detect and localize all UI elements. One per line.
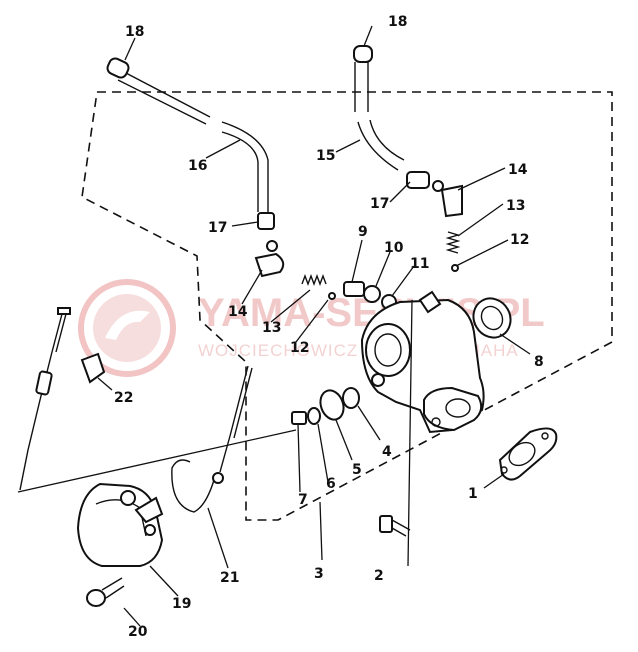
callout-17a: 17 xyxy=(208,220,227,236)
spring-13a xyxy=(301,274,327,286)
callout-leaders xyxy=(97,25,531,627)
callout-18b: 18 xyxy=(388,14,407,30)
callout-14b: 14 xyxy=(508,162,528,178)
hose-joint-18b xyxy=(353,45,373,63)
banjo-union-14b xyxy=(440,184,463,218)
gasket-10 xyxy=(363,285,381,303)
callout-12a: 12 xyxy=(290,340,309,356)
throttle-cable xyxy=(171,365,253,513)
screw-20 xyxy=(86,577,125,607)
spring-13b xyxy=(445,231,461,254)
callout-17b: 17 xyxy=(370,196,389,212)
cable-clamp-22 xyxy=(80,352,106,384)
screw-2 xyxy=(379,515,411,537)
nut-7 xyxy=(291,411,307,425)
delivery-hose-right xyxy=(353,45,463,218)
callout-10: 10 xyxy=(384,240,404,256)
callout-13a: 13 xyxy=(262,320,281,336)
check-ball-12a xyxy=(328,292,336,300)
callout-5: 5 xyxy=(352,462,362,478)
callout-14a: 14 xyxy=(228,304,248,320)
assembly-line xyxy=(17,429,297,493)
callout-4: 4 xyxy=(382,444,392,460)
hose-clip-17b xyxy=(406,171,430,189)
callout-13b: 13 xyxy=(506,198,525,214)
callout-8: 8 xyxy=(534,354,544,370)
pulley-5 xyxy=(319,389,345,421)
check-ball-12b xyxy=(451,264,459,272)
callout-6: 6 xyxy=(326,476,336,492)
delivery-hose-left xyxy=(106,57,285,278)
callout-1: 1 xyxy=(468,486,478,502)
hose-joint-18a xyxy=(106,57,130,79)
callout-2: 2 xyxy=(374,568,384,584)
callout-18a: 18 xyxy=(125,24,144,40)
callout-7: 7 xyxy=(298,492,308,508)
callout-22: 22 xyxy=(114,390,133,406)
washer-4 xyxy=(342,387,360,409)
callout-15: 15 xyxy=(316,148,335,164)
washer-6 xyxy=(307,407,321,425)
bleed-bolt-9 xyxy=(343,281,365,297)
banjo-union-14a xyxy=(254,252,285,278)
callout-20: 20 xyxy=(128,624,148,640)
pump-cable xyxy=(19,307,106,491)
callout-16: 16 xyxy=(188,158,207,174)
pump-cover-19 xyxy=(76,482,164,567)
callout-11: 11 xyxy=(410,256,429,272)
callout-3: 3 xyxy=(314,566,324,582)
hose-clip-17a xyxy=(257,212,275,230)
callout-19: 19 xyxy=(172,596,191,612)
gasket-1 xyxy=(498,427,558,481)
oil-pump-body xyxy=(360,290,485,434)
callout-9: 9 xyxy=(358,224,368,240)
callout-12b: 12 xyxy=(510,232,529,248)
callout-21: 21 xyxy=(220,570,239,586)
